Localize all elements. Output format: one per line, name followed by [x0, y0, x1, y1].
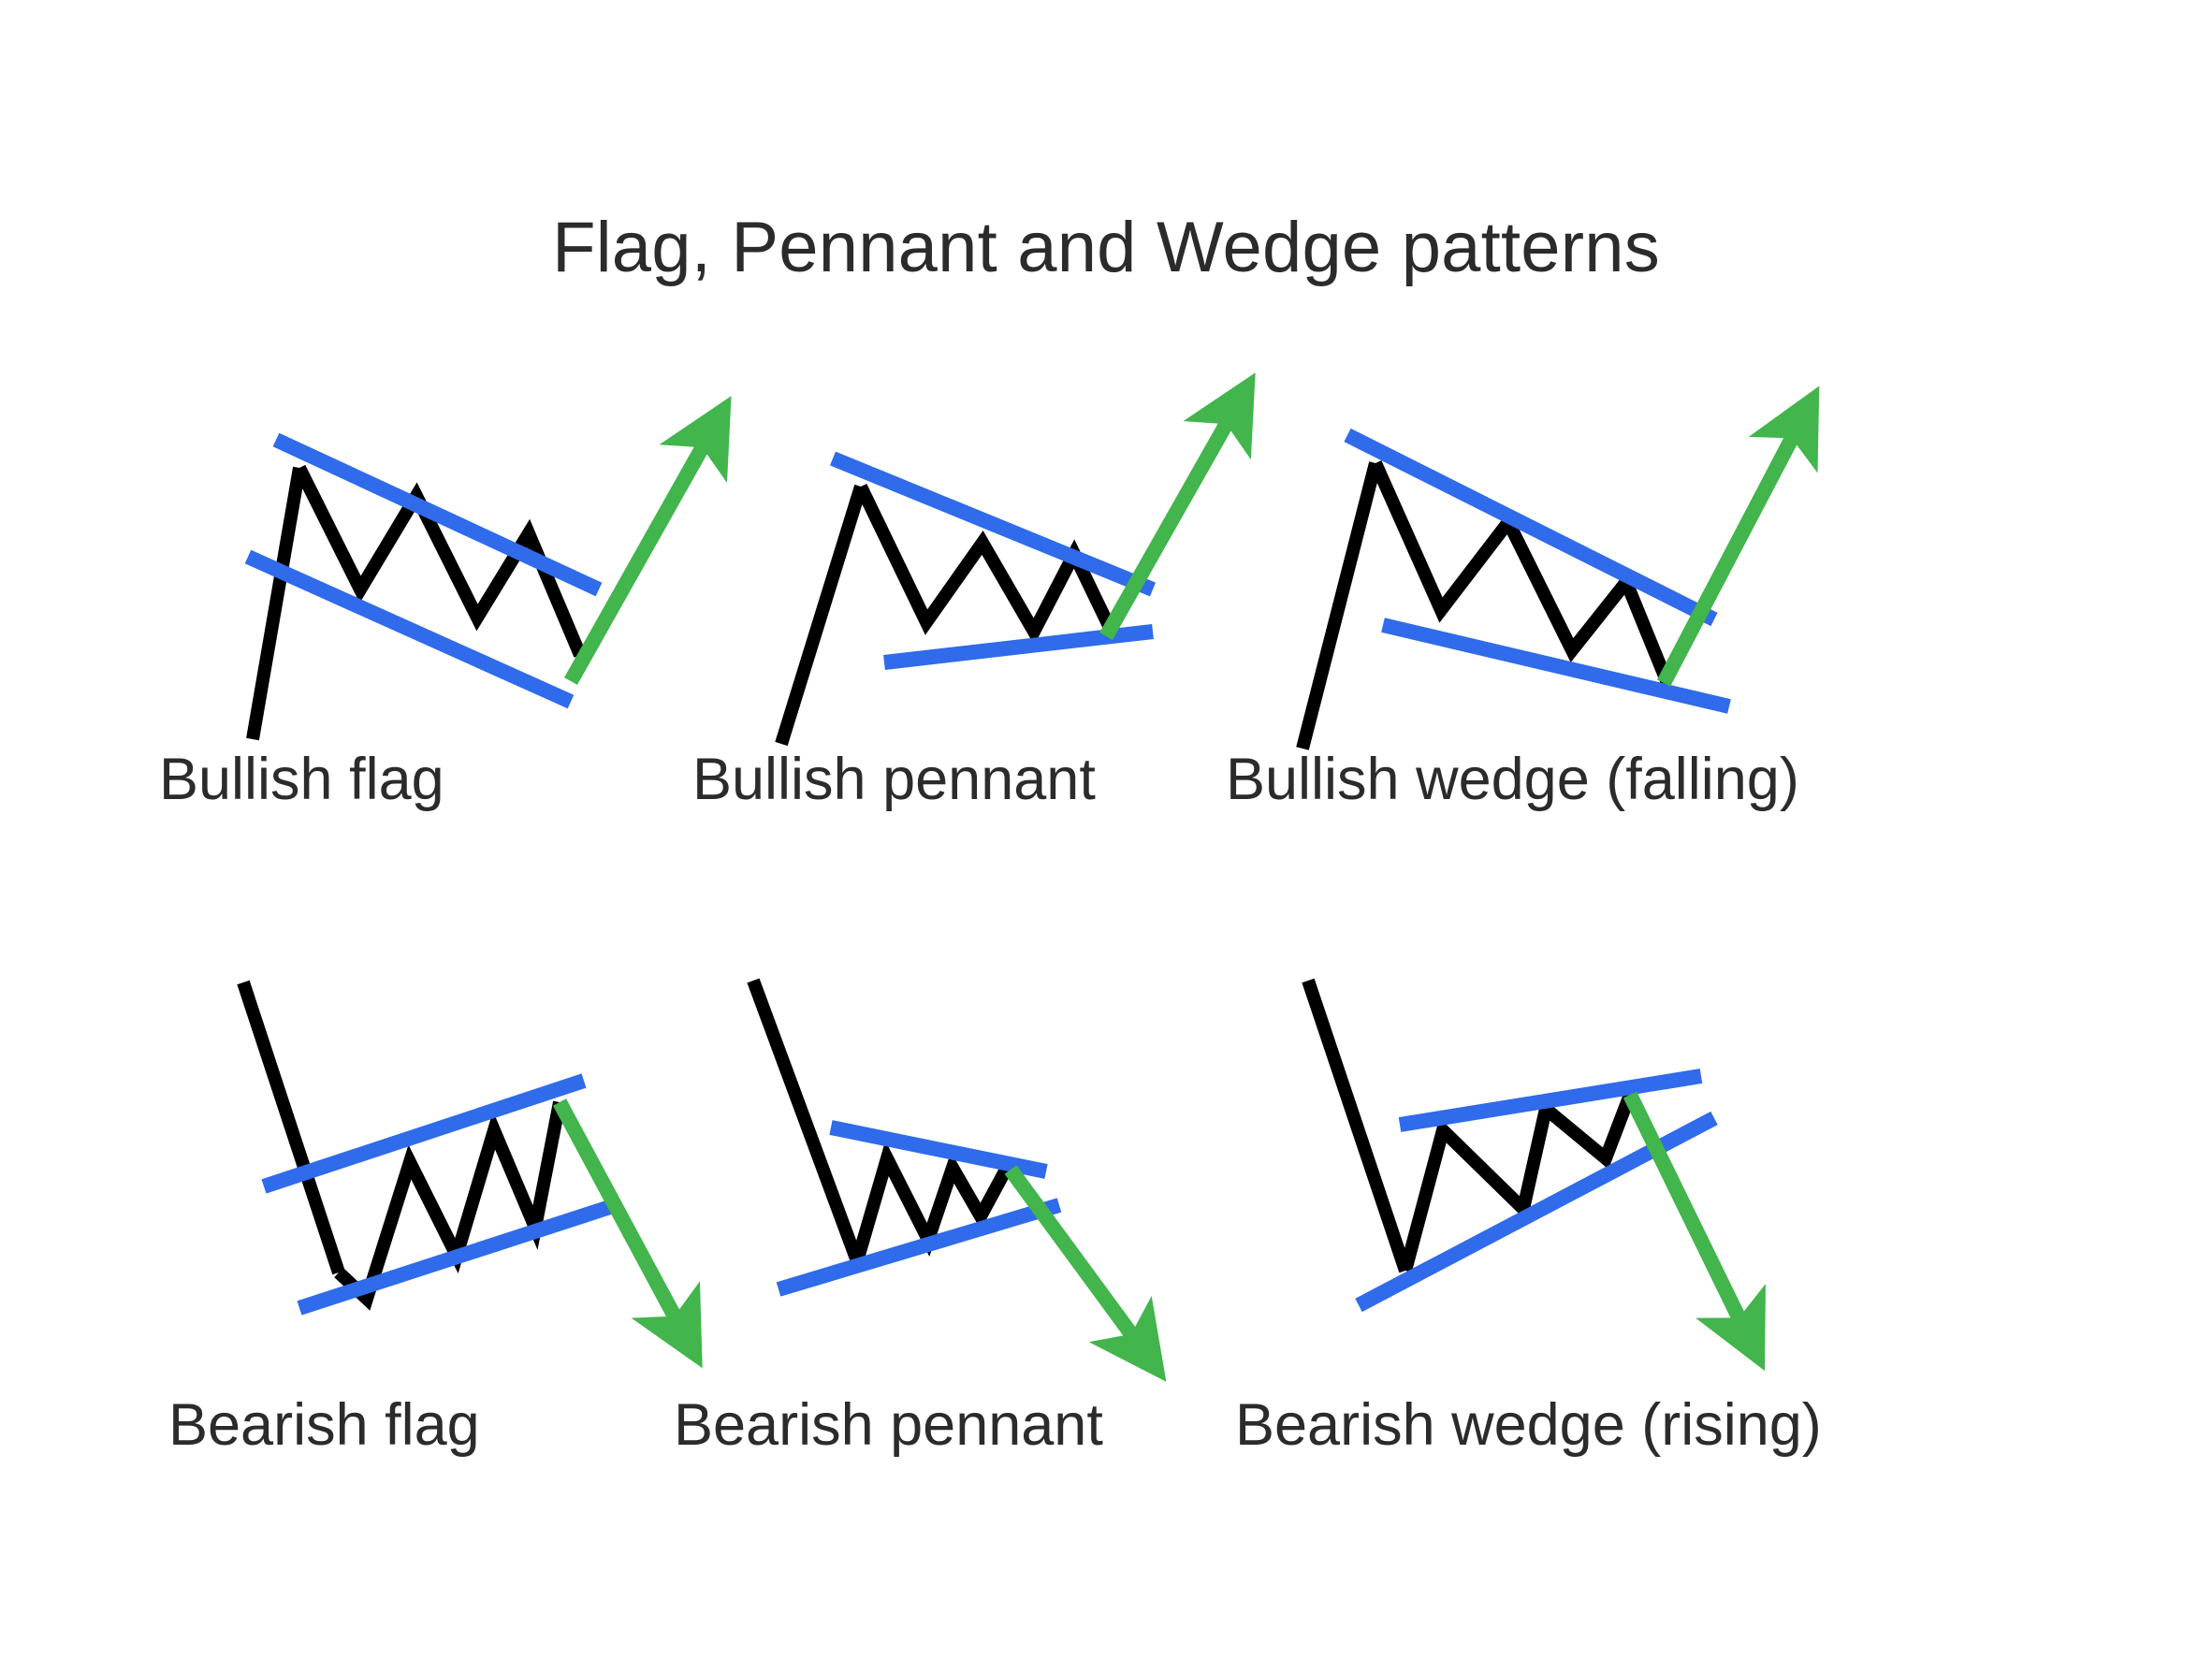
panel-label-bullish-pennant: Bullish pennant	[692, 747, 1096, 812]
trendline-lower	[776, 1198, 1062, 1297]
breakout-arrow-up-icon	[1656, 385, 1820, 687]
diagram-bearish-pennant	[747, 978, 1167, 1382]
trendline-upper	[1344, 428, 1718, 627]
trendline-upper	[272, 432, 603, 597]
trendline-lower	[244, 549, 575, 709]
diagram-bearish-wedge-rising	[1302, 978, 1766, 1372]
diagram-bullish-wedge-falling	[1296, 385, 1820, 750]
trendline-upper	[1398, 1069, 1703, 1132]
breakout-arrow-down-icon	[1004, 1165, 1167, 1382]
page-title: Flag, Pennant and Wedge patterns	[552, 207, 1660, 287]
breakout-arrow-up-icon	[564, 396, 732, 685]
panel-bullish-flag[interactable]: Bullish flag	[140, 309, 851, 926]
diagram-bearish-flag	[237, 980, 703, 1369]
price-zigzag	[1369, 460, 1674, 686]
pattern-grid: Bullish flag Bullish pennant	[0, 309, 2212, 1637]
panel-label-bearish-pennant: Bearish pennant	[674, 1392, 1103, 1458]
breakout-arrow-down-icon	[1623, 1091, 1766, 1372]
price-pole	[237, 980, 345, 1275]
trendline-upper	[829, 451, 1157, 597]
price-pole	[1302, 978, 1412, 1273]
price-pole	[246, 466, 306, 741]
trendline-upper	[261, 1073, 587, 1194]
trendline-lower	[297, 1198, 618, 1316]
price-zigzag	[1399, 1092, 1637, 1273]
trendline-lower	[1381, 618, 1731, 714]
panel-bullish-pennant[interactable]: Bullish pennant	[674, 309, 1385, 926]
trendline-upper	[829, 1120, 1048, 1179]
price-zigzag	[851, 1141, 1013, 1263]
panel-label-bullish-flag: Bullish flag	[159, 747, 444, 812]
price-pole	[747, 978, 864, 1264]
panel-bullish-wedge-falling[interactable]: Bullish wedge (falling)	[1207, 309, 1918, 926]
diagram-bullish-flag	[244, 396, 732, 741]
panel-bearish-pennant[interactable]: Bearish pennant	[655, 954, 1366, 1572]
price-pole	[1296, 461, 1382, 750]
panel-label-bearish-wedge-rising: Bearish wedge (rising)	[1235, 1392, 1822, 1458]
panel-label-bearish-flag: Bearish flag	[168, 1392, 480, 1458]
diagram-bullish-pennant	[775, 372, 1256, 747]
panel-bearish-flag[interactable]: Bearish flag	[150, 954, 861, 1572]
panel-bearish-wedge-rising[interactable]: Bearish wedge (rising)	[1216, 954, 1928, 1572]
breakout-arrow-down-icon	[552, 1098, 703, 1369]
breakout-arrow-up-icon	[1099, 372, 1256, 640]
price-pole	[775, 484, 867, 747]
panel-label-bullish-wedge-falling: Bullish wedge (falling)	[1226, 747, 1799, 812]
